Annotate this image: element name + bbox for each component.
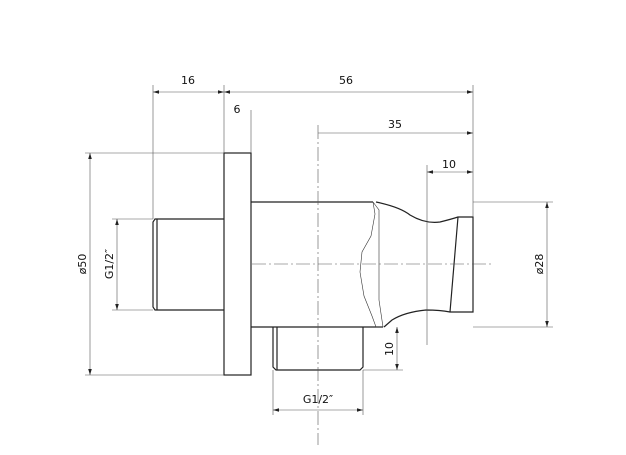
- rear-thread-nipple: [152, 218, 224, 311]
- holder-edge: [449, 216, 459, 313]
- dim-label-o50: ø50: [76, 254, 89, 275]
- dim-label-35: 35: [388, 118, 402, 131]
- dim-label-outlet-thread: G1/2″: [303, 393, 333, 406]
- dim-label-10-bottom: 10: [383, 342, 396, 356]
- part-outline: [152, 152, 474, 376]
- dim-label-6: 6: [234, 103, 241, 116]
- section-cut: [359, 201, 384, 328]
- shower-holder: [375, 201, 474, 328]
- dim-label-rear-thread: G1/2″: [103, 249, 116, 279]
- dim-label-16: 16: [181, 74, 195, 87]
- dim-label-o28: ø28: [533, 254, 546, 275]
- dim-label-56: 56: [339, 74, 353, 87]
- dim-label-10-top: 10: [442, 158, 456, 171]
- body: [251, 201, 383, 328]
- flange: [223, 152, 252, 376]
- extension-lines: [85, 85, 553, 415]
